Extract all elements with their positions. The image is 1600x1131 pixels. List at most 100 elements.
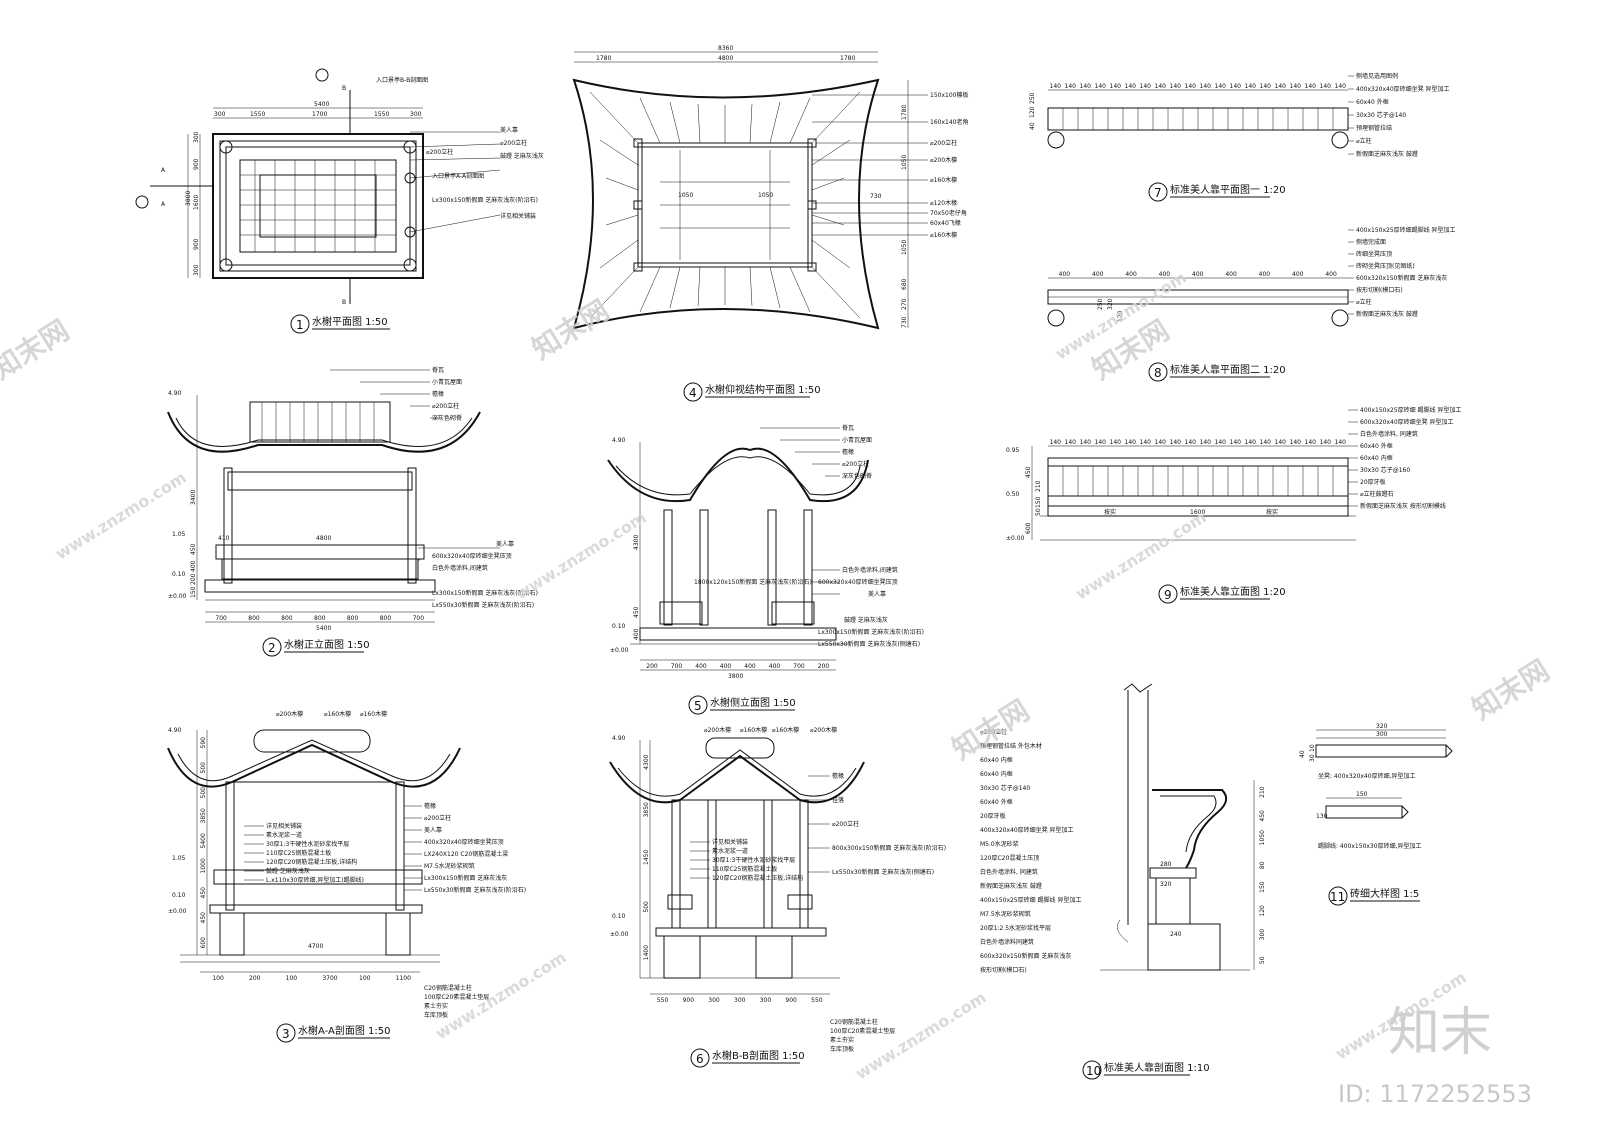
bp1-dim-top-7: 140 <box>1140 83 1152 90</box>
plan-dim-total: 5400 <box>314 101 329 108</box>
be-callout-2: 600x320x40厚砖细坐凳 异型加工 <box>1360 418 1454 426</box>
bs-callout-17: 600x320x150新假面 芝麻灰浅灰 <box>980 952 1071 960</box>
section-aa-number: 3 <box>282 1027 290 1041</box>
plan-callout-4: 鼓蹬 芝麻灰浅灰 <box>500 152 544 160</box>
aa-note-5: 120厚C20钢筋混凝土压板,详结构 <box>266 858 357 866</box>
aa-dim-left-7: 450 <box>200 887 207 899</box>
bb-dim-bottom-2: 900 <box>683 997 695 1004</box>
side-elev-title: 水榭侧立面图 1:50 <box>710 696 796 709</box>
bs-dim-right-5: 150 <box>1259 881 1266 893</box>
be-level-1: 0.95 <box>1006 447 1020 454</box>
be-dim-left-5: 600 <box>1025 522 1032 534</box>
plan-callout-5: ⌀200立柱 <box>426 148 453 156</box>
bb-right-callout-2: 挂落 <box>832 796 844 804</box>
roof-inner-dim-2: 1050 <box>758 192 773 199</box>
brick-dim-2: 300 <box>1376 731 1388 738</box>
side-callout-9: 1800x120x150新假面 芝麻灰浅灰(阶沿石) <box>694 578 812 586</box>
front-callout-5: 深灰色砌脊 <box>432 414 462 422</box>
front-level-1: 4.90 <box>168 390 182 397</box>
bp2-dim-top-3: 400 <box>1125 271 1137 278</box>
bench-plan-1-number: 7 <box>1154 186 1162 200</box>
bp2-dim-top-2: 400 <box>1092 271 1104 278</box>
bb-dim-left-3: 1450 <box>643 850 650 865</box>
bench-plan-1-pickets <box>1047 108 1349 130</box>
roof-dim-right-7: 730 <box>901 316 908 328</box>
aa-base-note-4: 车库顶板 <box>424 1011 448 1019</box>
plan-title: 水榭平面图 1:50 <box>312 315 388 328</box>
bb-right-callout-4: 800x300x150新假面 芝麻灰浅灰(阶沿石) <box>832 844 946 852</box>
be-callout-7: 20厚牙板 <box>1360 478 1386 486</box>
aa-dim-left-1: 590 <box>200 737 207 749</box>
bb-dim-bottom-6: 900 <box>785 997 797 1004</box>
front-columns <box>223 467 417 584</box>
be-dim-top-4: 140 <box>1095 439 1107 446</box>
be-dim-left-2: 210 <box>1035 480 1042 492</box>
side-dim-left-2: 450 <box>633 606 640 618</box>
roof-dim-right-2: 1050 <box>901 155 908 170</box>
bs-callout-12: 新假面芝麻灰浅灰 鼓蹬 <box>980 882 1042 890</box>
plan-callout-6: 入口景亭A-A剖面图 <box>432 172 484 180</box>
bp1-dim-top-9: 140 <box>1170 83 1182 90</box>
brick-dim-4: 10 <box>1309 744 1316 752</box>
roof-callout-4: ⌀200木檩 <box>930 156 957 164</box>
plan-dim-left-4: 900 <box>193 238 200 250</box>
plan-columns <box>219 140 417 272</box>
bp2-dim-left-3: 120 <box>1117 310 1124 322</box>
bs-callout-13: 400x150x25厚砖细 踢脚线 异型加工 <box>980 896 1081 904</box>
side-callout-2: 小青瓦屋面 <box>842 436 872 444</box>
aa-dim-left-4: 3850 <box>200 808 207 823</box>
bp1-dim-top-5: 140 <box>1110 83 1122 90</box>
bp2-dim-top-5: 400 <box>1192 271 1204 278</box>
side-callout-3: 檐椽 <box>842 448 854 456</box>
plan-dim-left-3: 1600 <box>193 195 200 210</box>
front-dim-bottom-5: 800 <box>347 615 359 622</box>
bs-dim-right-8: 50 <box>1259 956 1266 964</box>
bs-callout-7: 20厚牙板 <box>980 812 1006 820</box>
brick-dim-7: 130 <box>1316 813 1328 820</box>
roof-callout-3: ⌀200立柱 <box>930 139 957 147</box>
roof-plan-title: 水榭仰视结构平面图 1:50 <box>705 383 821 396</box>
bs-dim-right-6: 120 <box>1259 905 1266 917</box>
be-dim-top-17: 140 <box>1290 439 1302 446</box>
roof-dim-right-1: 1780 <box>901 105 908 120</box>
side-dim-bottom-1: 200 <box>646 663 658 670</box>
aa-top-callout-2: ⌀160木檩 <box>324 710 351 718</box>
watermark-site-4: www.znzmo.com <box>852 988 990 1084</box>
bs-callout-18: 按形切割(模口石) <box>980 966 1027 974</box>
front-dim-left-5: 150 <box>190 586 197 598</box>
side-callout-5: 深灰色砌脊 <box>842 472 872 480</box>
bench-section-number: 10 <box>1086 1064 1101 1078</box>
front-dim-total: 5400 <box>316 625 331 632</box>
be-label-2: 按实 <box>1104 508 1116 516</box>
roof-callout-8: 60x40飞椽 <box>930 219 961 227</box>
plan-dim-top-1: 300 <box>214 111 226 118</box>
aa-top-callout-3: ⌀160木檩 <box>360 710 387 718</box>
front-dim-small: 410 <box>218 535 230 542</box>
bb-dim-bottom-1: 550 <box>657 997 669 1004</box>
bb-notes: 详见相关铺装素水泥浆一道30厚1:3干硬性水泥砂浆找平层110厚C25钢筋混凝土… <box>690 838 803 882</box>
bp2-callout-4: 砖砌坐凳压顶(见图纸) <box>1356 262 1415 270</box>
aa-right-callout-1: 檐椽 <box>424 802 436 810</box>
plan-callout-7: Lx300x150新假面 芝麻灰浅灰(阶沿石) <box>432 196 538 204</box>
side-dim-bottom-3: 400 <box>695 663 707 670</box>
bp1-dim-top-11: 140 <box>1200 83 1212 90</box>
bp2-dim-top-9: 400 <box>1325 271 1337 278</box>
bp2-callout-3: 砖细坐凳压顶 <box>1356 250 1392 258</box>
section-aa-columns <box>225 781 405 911</box>
plan-drawing: A A B B 5400 300 1550 1700 1550 300 3800… <box>135 68 544 334</box>
be-callout-4: 60x40 外框 <box>1360 442 1393 450</box>
aa-dim-left-6: 1000 <box>200 858 207 873</box>
brand-watermark: 知末 <box>1388 1003 1492 1063</box>
section-aa-title: 水榭A-A剖面图 1:50 <box>298 1024 391 1037</box>
